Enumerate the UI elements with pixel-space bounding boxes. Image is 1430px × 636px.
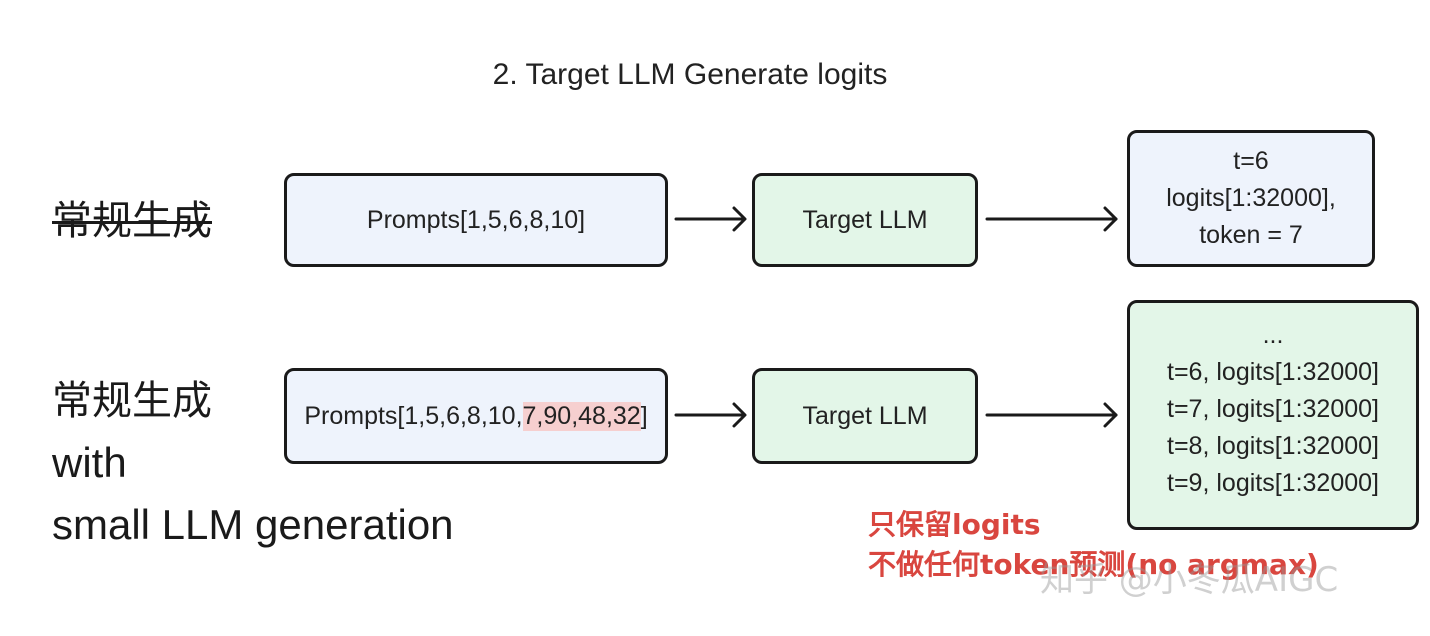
- row1-output-line: t=6: [1233, 147, 1269, 175]
- diagram-title: 2. Target LLM Generate logits: [492, 58, 888, 91]
- row2-label-line: with: [52, 439, 127, 486]
- row2-prompt-suffix: ]: [640, 401, 648, 430]
- row1-output-box: t=6 logits[1:32000], token = 7: [1127, 130, 1375, 267]
- row2-target-llm-text: Target LLM: [802, 401, 928, 430]
- row1-output-line: logits[1:32000],: [1166, 184, 1336, 212]
- row1-target-llm-box: Target LLM: [752, 173, 978, 267]
- row2-label: 常规生成 with small LLM generation: [52, 370, 454, 556]
- row2-label-line: small LLM generation: [52, 501, 454, 548]
- row2-output-line: t=7, logits[1:32000]: [1167, 394, 1379, 423]
- row1-output-line: token = 7: [1199, 221, 1303, 249]
- row2-prompt-box: Prompts[1,5,6,8,10,7,90,48,32]: [284, 368, 668, 464]
- row2-label-line: 常规生成: [52, 378, 212, 424]
- arrow-row1-llm-to-output: [985, 206, 1118, 232]
- row1-prompt-box: Prompts[1,5,6,8,10]: [284, 173, 668, 267]
- row2-target-llm-box: Target LLM: [752, 368, 978, 464]
- note-line: 不做任何token预测(no argmax): [868, 548, 1319, 581]
- row2-prompt-highlight: 7,90,48,32: [522, 401, 641, 431]
- row1-prompt-text: Prompts[1,5,6,8,10]: [366, 205, 586, 234]
- row2-output-box: ... t=6, logits[1:32000] t=7, logits[1:3…: [1127, 300, 1419, 530]
- row2-prompt-prefix: Prompts[1,5,6,8,10,: [304, 401, 523, 430]
- row1-label: 常规生成: [52, 190, 212, 252]
- arrow-row2-prompt-to-llm: [674, 402, 747, 428]
- note-annotation: 只保留logits 不做任何token预测(no argmax): [868, 505, 1319, 585]
- watermark: 知乎 @小冬瓜AIGC: [1040, 560, 1339, 600]
- arrow-row1-prompt-to-llm: [674, 206, 747, 232]
- row2-output-line: ...: [1262, 320, 1284, 349]
- row2-output-line: t=6, logits[1:32000]: [1167, 357, 1379, 386]
- row1-label-text: 常规生成: [52, 198, 212, 244]
- row2-output-line: t=8, logits[1:32000]: [1167, 431, 1379, 460]
- row2-output-line: t=9, logits[1:32000]: [1167, 468, 1379, 497]
- arrow-row2-llm-to-output: [985, 402, 1118, 428]
- row1-target-llm-text: Target LLM: [802, 205, 928, 234]
- note-line: 只保留logits: [868, 508, 1041, 541]
